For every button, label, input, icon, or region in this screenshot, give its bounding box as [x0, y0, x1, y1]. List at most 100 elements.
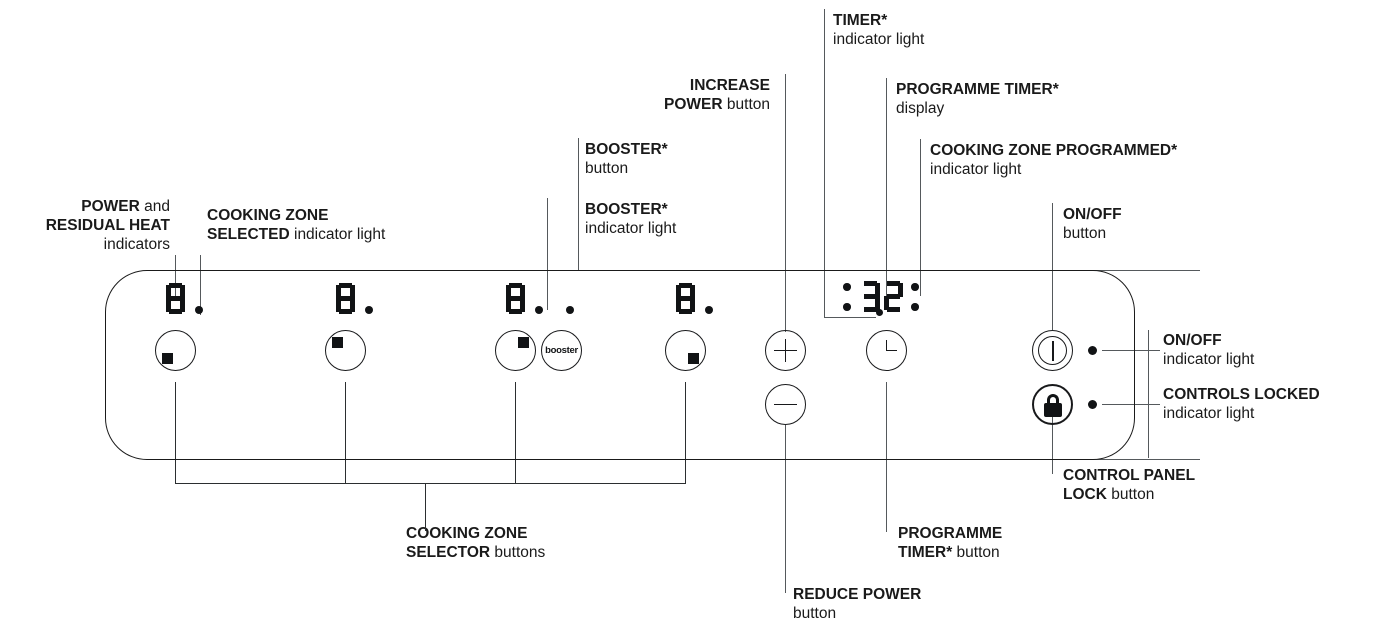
callout-control-panel-lock-tail: button: [1106, 486, 1155, 503]
callout-reduce-power: REDUCE POWER button: [793, 585, 921, 623]
zone-marker-icon: [518, 337, 529, 348]
leader-right-indicators-spine: [1148, 330, 1149, 458]
reduce-power-button[interactable]: [765, 384, 806, 425]
callout-programme-timer-display-line1: PROGRAMME TIMER*: [896, 81, 1059, 98]
power-display-1: [166, 283, 185, 314]
callout-power-residual-heat-bold: POWER: [81, 198, 140, 215]
callout-cooking-zone-selector-line1: COOKING ZONE: [406, 525, 528, 542]
callout-onoff-button-line2: button: [1063, 225, 1107, 242]
timer-right-colon-top-dot: [911, 283, 919, 291]
leader-controls-locked: [1102, 404, 1160, 405]
callout-power-residual-heat-tail: and: [139, 198, 170, 215]
callout-cooking-zone-selector-tail: buttons: [490, 544, 546, 561]
callout-onoff-indicator: ON/OFF indicator light: [1163, 331, 1254, 369]
onoff-button[interactable]: [1032, 330, 1073, 371]
programme-timer-button[interactable]: [866, 330, 907, 371]
callout-programme-timer-button-line2: TIMER*: [898, 544, 953, 561]
timer-digit-2: [884, 281, 903, 312]
cooking-zone-selector-button-3[interactable]: [495, 330, 536, 371]
callout-controls-locked-line2: indicator light: [1163, 405, 1255, 422]
leader-power-residual-heat: [175, 255, 176, 300]
callout-cooking-zone-selected-line2: SELECTED: [207, 226, 290, 243]
callout-programme-timer-button-line1: PROGRAMME: [898, 525, 1003, 542]
leader-onoff-button: [1052, 203, 1053, 330]
timer-decimal-dot: [876, 309, 883, 316]
leader-zone-bracket-stem: [425, 483, 426, 531]
leader-onoff-indicator: [1102, 350, 1160, 351]
callout-programme-timer-button: PROGRAMME TIMER* button: [898, 524, 1002, 562]
leader-zone-bracket: [175, 483, 686, 484]
callout-power-residual-heat: POWER and RESIDUAL HEAT indicators: [0, 197, 170, 254]
callout-reduce-power-line1: REDUCE POWER: [793, 586, 922, 603]
callout-cooking-zone-selector-line2: SELECTOR: [406, 544, 491, 561]
power-icon-stem: [1051, 341, 1054, 361]
zone-marker-icon: [688, 353, 699, 364]
callout-cooking-zone-selected-line1: COOKING ZONE: [207, 207, 329, 224]
power-display-4: [676, 283, 695, 314]
power-icon-ring: [1038, 336, 1067, 365]
callout-increase-power: INCREASE POWER button: [560, 76, 770, 114]
callout-booster-button: BOOSTER* button: [585, 140, 668, 178]
leader-cooking-zone-selected: [200, 255, 201, 315]
minus-icon: [774, 403, 797, 406]
callout-reduce-power-line2: button: [793, 605, 837, 622]
power-display-2: [336, 283, 355, 314]
zone-marker-icon: [162, 353, 173, 364]
controls-locked-indicator-light: [1088, 400, 1097, 409]
leader-cooking-zone-programmed: [920, 139, 921, 296]
leader-booster-button: [578, 138, 579, 270]
callout-timer-indicator-line1: TIMER*: [833, 12, 888, 29]
callout-controls-locked-line1: CONTROLS LOCKED: [1163, 386, 1320, 403]
callout-control-panel-lock: CONTROL PANEL LOCK button: [1063, 466, 1195, 504]
clock-icon-minute-hand: [885, 340, 888, 351]
callout-booster-button-line1: BOOSTER*: [585, 141, 668, 158]
callout-cooking-zone-selected-tail: indicator light: [289, 226, 386, 243]
callout-increase-power-line1: INCREASE: [689, 77, 770, 94]
callout-cooking-zone-selected: COOKING ZONE SELECTED indicator light: [207, 206, 385, 244]
leader-control-panel-lock: [1052, 414, 1053, 474]
leader-zone-stem-3: [515, 382, 516, 483]
leader-zone-stem-2: [345, 382, 346, 483]
zone-marker-icon: [332, 337, 343, 348]
callout-increase-power-tail: button: [722, 96, 770, 113]
callout-onoff-indicator-line2: indicator light: [1163, 351, 1255, 368]
callout-booster-indicator-line1: BOOSTER*: [585, 201, 668, 218]
control-panel-outline: [105, 270, 1135, 460]
callout-timer-indicator: TIMER* indicator light: [833, 11, 924, 49]
callout-onoff-button-line1: ON/OFF: [1063, 206, 1122, 223]
leader-timer-indicator: [824, 9, 825, 318]
callout-programme-timer-button-tail: button: [952, 544, 1000, 561]
booster-indicator-light: [566, 306, 574, 314]
plus-icon-vertical: [784, 339, 787, 362]
cooking-zone-selector-button-2[interactable]: [325, 330, 366, 371]
leader-zone-stem-4: [685, 382, 686, 483]
leader-programme-timer-button: [886, 382, 887, 532]
leader-reduce-power: [785, 425, 786, 593]
cooking-zone-selector-button-4[interactable]: [665, 330, 706, 371]
timer-digit-1: [861, 281, 880, 312]
leader-timer-display-bracket: [824, 317, 876, 318]
callout-controls-locked: CONTROLS LOCKED indicator light: [1163, 385, 1320, 423]
increase-power-button[interactable]: [765, 330, 806, 371]
booster-button-label: booster: [545, 345, 578, 356]
power-display-1-dot: [195, 306, 203, 314]
callout-power-residual-heat-line3: indicators: [103, 236, 170, 253]
leader-zone-stem-1: [175, 382, 176, 483]
callout-cooking-zone-programmed-line1: COOKING ZONE PROGRAMMED*: [930, 142, 1178, 159]
callout-booster-indicator: BOOSTER* indicator light: [585, 200, 676, 238]
timer-left-colon-bottom-dot: [843, 303, 851, 311]
callout-programme-timer-display: PROGRAMME TIMER* display: [896, 80, 1059, 118]
power-display-3: [506, 283, 525, 314]
control-panel-lock-button[interactable]: [1032, 384, 1073, 425]
callout-programme-timer-display-line2: display: [896, 100, 945, 117]
callout-control-panel-lock-line1: CONTROL PANEL: [1063, 467, 1196, 484]
cooking-zone-selector-button-1[interactable]: [155, 330, 196, 371]
callout-power-residual-heat-line2: RESIDUAL HEAT: [45, 217, 170, 234]
power-display-3-dot: [535, 306, 543, 314]
callout-booster-indicator-line2: indicator light: [585, 220, 677, 237]
clock-icon-hour-hand: [886, 349, 897, 352]
power-display-2-dot: [365, 306, 373, 314]
booster-button[interactable]: booster: [541, 330, 582, 371]
callout-booster-button-line2: button: [585, 160, 629, 177]
